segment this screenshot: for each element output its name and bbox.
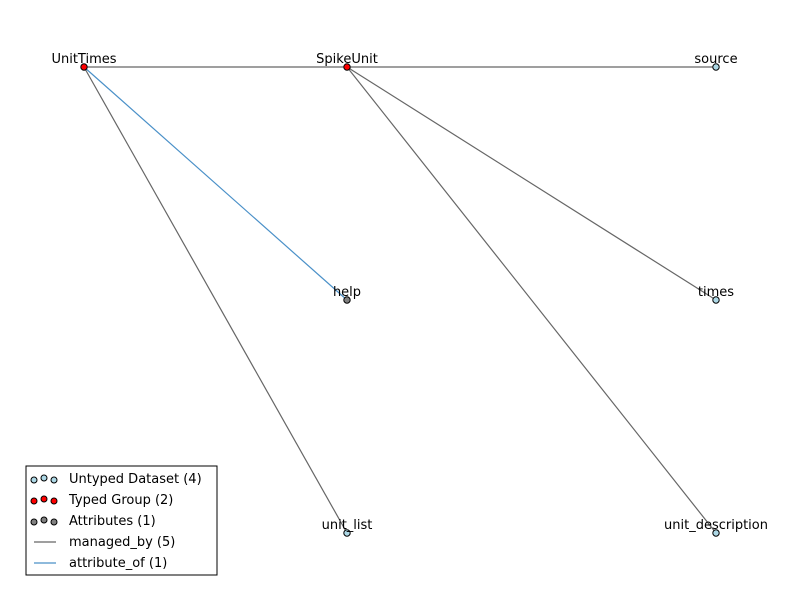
node-label-unit-list: unit_list (322, 518, 373, 533)
legend-marker-attributes (40, 516, 48, 524)
legend-item-attribute-of: attribute_of (1) (34, 556, 167, 571)
legend-item-untyped-dataset: Untyped Dataset (4) (30, 472, 202, 487)
legend: Untyped Dataset (4) Typed Group (2) Attrib… (25, 465, 218, 576)
legend-items: Untyped Dataset (4) Typed Group (2) Attrib… (30, 472, 202, 571)
edge-unittimes-unit-list (83, 66, 348, 534)
legend-marker-typed-group (50, 497, 58, 505)
legend-marker-attributes (30, 518, 38, 526)
legend-marker-typed-group (40, 495, 48, 503)
node-unit-list (343, 529, 351, 537)
node-spikeunit (343, 63, 351, 71)
node-label-unittimes: UnitTimes (51, 52, 116, 67)
node-label-source: source (694, 52, 737, 67)
legend-label-attributes: Attributes (1) (69, 514, 156, 529)
edge-spikeunit-times (346, 66, 717, 301)
node-source (712, 63, 720, 71)
legend-item-attributes: Attributes (1) (30, 514, 156, 529)
legend-box (25, 465, 218, 576)
legend-marker-typed-group (30, 497, 38, 505)
node-label-times: times (698, 285, 734, 300)
legend-label-attribute-of: attribute_of (1) (69, 556, 167, 571)
edges-layer (83, 66, 717, 534)
legend-label-typed-group: Typed Group (2) (68, 493, 173, 508)
legend-marker-attributes (50, 518, 58, 526)
node-help (343, 296, 351, 304)
node-times (712, 296, 720, 304)
legend-marker-untyped-dataset (40, 474, 48, 482)
edge-spikeunit-unit-description (346, 66, 717, 534)
edge-unittimes-help (83, 66, 348, 301)
node-label-help: help (333, 285, 361, 300)
node-label-spikeunit: SpikeUnit (316, 52, 378, 67)
node-unittimes (80, 63, 88, 71)
node-label-unit-description: unit_description (664, 518, 768, 533)
legend-item-managed-by: managed_by (5) (34, 535, 175, 550)
nodes-layer: UnitTimes SpikeUnit source help times unit_li… (51, 52, 768, 537)
node-unit-description (712, 529, 720, 537)
legend-marker-untyped-dataset (50, 476, 58, 484)
legend-label-managed-by: managed_by (5) (69, 535, 175, 550)
legend-item-typed-group: Typed Group (2) (30, 493, 173, 508)
legend-marker-untyped-dataset (30, 476, 38, 484)
legend-label-untyped-dataset: Untyped Dataset (4) (69, 472, 202, 487)
